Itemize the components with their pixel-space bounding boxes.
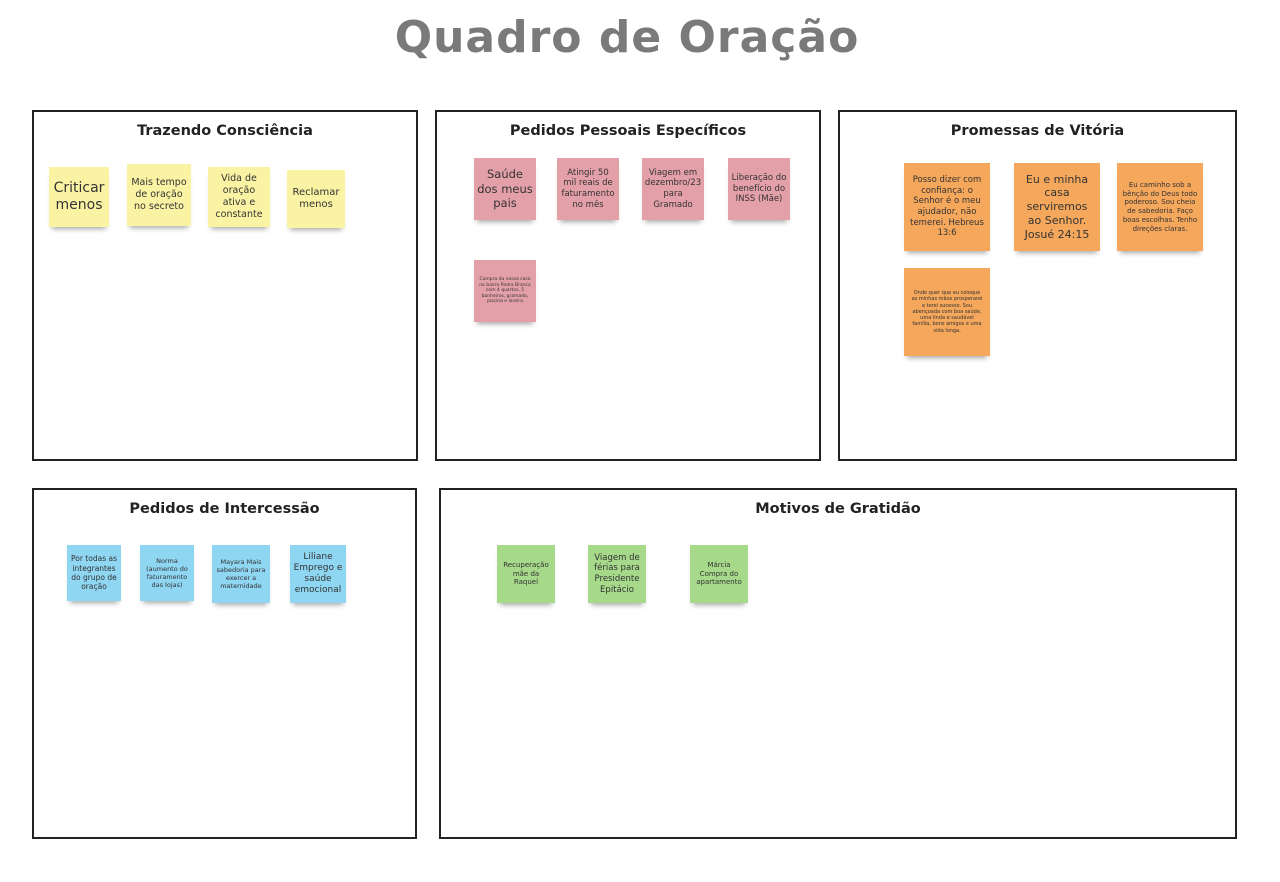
sticky-note[interactable]: Eu caminho sob a bênção do Deus todo pod… — [1117, 163, 1203, 251]
sticky-note[interactable]: Liberação do benefício do INSS (Mãe) — [728, 158, 790, 220]
sticky-note[interactable]: Vida de oração ativa e constante — [208, 167, 270, 227]
sticky-note[interactable]: Criticar menos — [49, 167, 109, 227]
sticky-note[interactable]: Onde quer que eu coloque as minhas mãos … — [904, 268, 990, 356]
frame-title: Trazendo Consciência — [137, 123, 313, 139]
frame-title: Pedidos de Intercessão — [129, 501, 320, 517]
frame-trazendo-consciencia[interactable]: Trazendo Consciência — [32, 110, 418, 461]
sticky-note[interactable]: Viagem em dezembro/23 para Gramado — [642, 158, 704, 220]
sticky-note[interactable]: Recuperação mãe da Raquel — [497, 545, 555, 603]
frame-title: Promessas de Vitória — [950, 123, 1125, 139]
frame-title: Motivos de Gratidão — [755, 501, 921, 517]
sticky-note[interactable]: Mayara Mais sabedoria para exercer a mat… — [212, 545, 270, 603]
sticky-note[interactable]: Mais tempo de oração no secreto — [127, 164, 191, 226]
sticky-note[interactable]: Eu e minha casa serviremos ao Senhor. Jo… — [1014, 163, 1100, 251]
sticky-note[interactable]: Viagem de férias para Presidente Epitáci… — [588, 545, 646, 603]
sticky-note[interactable]: Liliane Emprego e saúde emocional — [290, 545, 346, 603]
frame-title: Pedidos Pessoais Específicos — [509, 123, 747, 139]
sticky-note[interactable]: Por todas as integrantes do grupo de ora… — [67, 545, 121, 601]
sticky-note[interactable]: Márcia Compra do apartamento — [690, 545, 748, 603]
board-title: Quadro de Oração — [394, 12, 860, 63]
sticky-note[interactable]: Saúde dos meus pais — [474, 158, 536, 220]
sticky-note[interactable]: Atingir 50 mil reais de faturamento no m… — [557, 158, 619, 220]
frame-motivos-de-gratidao[interactable]: Motivos de Gratidão — [439, 488, 1237, 839]
frame-pedidos-de-intercessao[interactable]: Pedidos de Intercessão — [32, 488, 417, 839]
sticky-note[interactable]: Reclamar menos — [287, 170, 345, 228]
sticky-note[interactable]: Norma (aumento do faturamento das lojas) — [140, 545, 194, 601]
sticky-note[interactable]: Posso dizer com confiança: o Senhor é o … — [904, 163, 990, 251]
sticky-note[interactable]: Compra da nossa casa no bairro Pedra Bra… — [474, 260, 536, 322]
